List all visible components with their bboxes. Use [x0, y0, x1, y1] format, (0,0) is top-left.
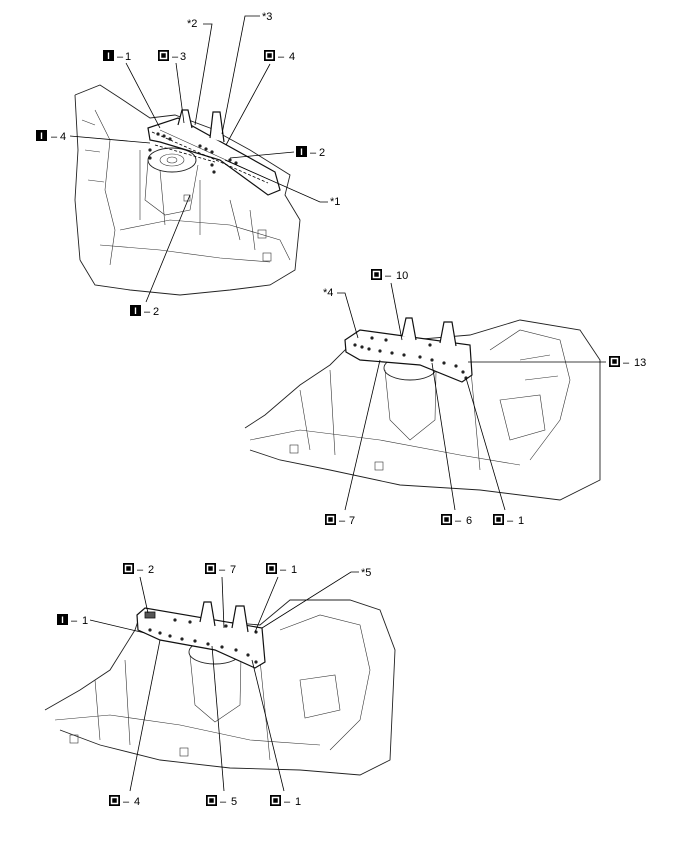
view-3-callouts: – 2 – 7 – 1 *5 I – 1 [57, 563, 371, 808]
callout-view3-o1-bottom: – 1 [251, 659, 301, 808]
svg-text:–: – [280, 564, 287, 576]
svg-text:10: 10 [396, 270, 408, 282]
svg-text:3: 3 [180, 51, 186, 63]
svg-text:–: – [117, 51, 124, 63]
callout-view1-star1: *1 [224, 159, 340, 208]
svg-text:2: 2 [153, 306, 159, 318]
svg-text:–: – [220, 796, 227, 808]
svg-text:1: 1 [125, 51, 131, 63]
view-3-illustration [44, 599, 396, 776]
svg-text:–: – [310, 147, 317, 159]
svg-text:–: – [172, 51, 179, 63]
view-2-callouts: *4 – 10 – 13 – 7 [323, 269, 646, 527]
view-1-callouts: I – 1 – 3 *2 *3 – 4 [36, 11, 340, 318]
svg-text:I: I [61, 615, 64, 625]
svg-text:5: 5 [231, 796, 237, 808]
svg-text:–: – [623, 357, 630, 369]
svg-text:4: 4 [134, 796, 140, 808]
svg-text:–: – [278, 51, 285, 63]
callout-view2-star4: *4 [323, 287, 359, 339]
svg-text:–: – [507, 515, 514, 527]
callout-view2-o13: – 13 [468, 356, 646, 369]
svg-text:*1: *1 [330, 196, 340, 208]
callout-view2-o1: – 1 [465, 377, 524, 527]
svg-text:–: – [219, 564, 226, 576]
callout-view1-i2-bottom: I – 2 [130, 194, 191, 318]
callout-view1-star2: *2 [187, 18, 213, 126]
callout-view1-o3: – 3 [158, 50, 186, 124]
svg-text:–: – [144, 306, 151, 318]
svg-text:–: – [71, 615, 78, 627]
svg-text:–: – [455, 515, 462, 527]
svg-text:*4: *4 [323, 287, 333, 299]
svg-text:13: 13 [634, 357, 646, 369]
svg-text:–: – [339, 515, 346, 527]
callout-view1-i2-right: I – 2 [229, 146, 325, 159]
svg-text:*5: *5 [361, 567, 371, 579]
callout-view1-i1: I – 1 [103, 50, 161, 129]
callout-view2-o6: – 6 [431, 362, 472, 527]
svg-text:–: – [284, 796, 291, 808]
svg-text:I: I [134, 306, 137, 316]
view-2-illustration [244, 317, 601, 501]
callout-view3-o5: – 5 [206, 645, 237, 808]
svg-text:1: 1 [291, 564, 297, 576]
callout-view3-o7: – 7 [205, 563, 236, 629]
callout-view2-o7: – 7 [325, 359, 381, 527]
svg-text:1: 1 [82, 615, 88, 627]
callout-view1-star3: *3 [221, 11, 272, 135]
callout-view1-i4: I – 4 [36, 130, 151, 144]
svg-text:–: – [385, 270, 392, 282]
view-1-illustration [74, 84, 301, 296]
svg-text:1: 1 [295, 796, 301, 808]
svg-text:I: I [107, 51, 110, 61]
callout-view3-o1-top: – 1 [254, 563, 297, 633]
svg-text:4: 4 [289, 51, 295, 63]
callout-view1-o4: – 4 [225, 50, 295, 146]
callout-view3-i1: I – 1 [57, 614, 146, 634]
svg-text:1: 1 [518, 515, 524, 527]
svg-text:2: 2 [319, 147, 325, 159]
callout-view3-o4: – 4 [109, 639, 161, 808]
svg-text:4: 4 [60, 131, 66, 143]
svg-text:–: – [137, 564, 144, 576]
svg-text:2: 2 [148, 564, 154, 576]
svg-text:I: I [300, 147, 303, 157]
svg-text:–: – [123, 796, 130, 808]
svg-text:*3: *3 [262, 11, 272, 23]
svg-text:I: I [40, 131, 43, 141]
callout-view3-o2: – 2 [123, 563, 154, 614]
svg-text:6: 6 [466, 515, 472, 527]
svg-text:*2: *2 [187, 18, 197, 30]
callout-view2-o10: – 10 [371, 269, 408, 341]
callout-view3-star5: *5 [261, 567, 371, 629]
svg-text:7: 7 [230, 564, 236, 576]
svg-text:–: – [51, 131, 58, 143]
svg-text:7: 7 [349, 515, 355, 527]
